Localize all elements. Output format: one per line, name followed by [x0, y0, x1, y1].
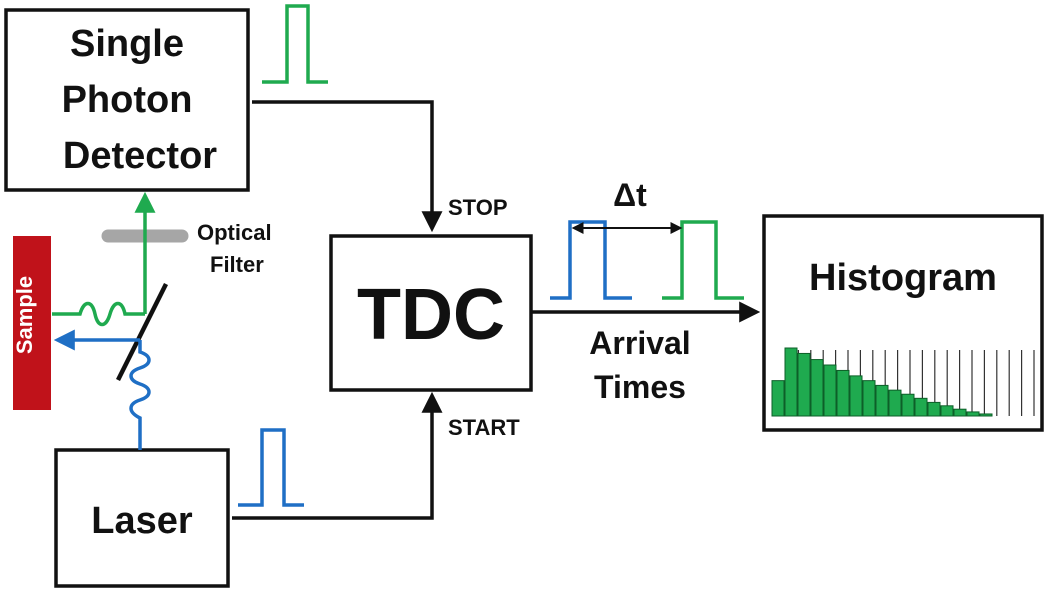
- histogram-bar: [979, 413, 993, 417]
- histogram-bar: [888, 389, 902, 417]
- histogram-bar: [771, 380, 785, 417]
- start-label: START: [448, 415, 520, 440]
- histogram-bar: [940, 405, 954, 417]
- optical-filter-label-line2: Filter: [210, 252, 264, 277]
- histogram-bars: [771, 347, 1035, 417]
- delta-t-label: Δt: [613, 177, 647, 213]
- detector-label-line2: Photon: [62, 79, 193, 121]
- laser-output-pulse: [238, 428, 304, 507]
- sample-label: Sample: [12, 276, 37, 354]
- stop-signal-wire: [252, 100, 443, 233]
- histogram-bar: [823, 364, 837, 417]
- tdc-box: TDC: [329, 234, 533, 392]
- sample-slab: Sample: [12, 236, 51, 410]
- histogram-box: Histogram: [762, 214, 1044, 432]
- optical-filter-label-line1: Optical: [197, 220, 272, 245]
- histogram-bar: [836, 369, 850, 417]
- histogram-bar: [784, 347, 798, 417]
- detector-label-line1: Single: [70, 23, 184, 65]
- histogram-bar: [927, 401, 941, 417]
- detector-output-pulse: [262, 4, 328, 84]
- histogram-bar: [810, 359, 824, 417]
- arrival-times-label-line1: Arrival: [589, 325, 690, 361]
- histogram-bar: [966, 411, 980, 417]
- histogram-bar: [875, 384, 889, 417]
- stop-label: STOP: [448, 195, 508, 220]
- start-pulse: [550, 220, 632, 300]
- single-photon-detector-box: Single Photon Detector: [4, 8, 250, 192]
- detector-label-line3: Detector: [63, 135, 217, 177]
- histogram-bar: [797, 352, 811, 417]
- histogram-label: Histogram: [809, 257, 997, 299]
- histogram-bar: [849, 375, 863, 417]
- histogram-bar: [953, 408, 967, 417]
- laser-beam-up: [129, 340, 151, 450]
- fluorescence-from-sample: [52, 301, 145, 327]
- histogram-bar: [914, 397, 928, 417]
- stop-pulse: [662, 220, 744, 300]
- histogram-bar: [901, 393, 915, 417]
- tdc-label: TDC: [357, 275, 505, 355]
- laser-label: Laser: [91, 500, 193, 542]
- start-signal-wire: [232, 391, 443, 520]
- histogram-bar: [862, 380, 876, 417]
- beamsplitter: [115, 282, 169, 382]
- laser-box: Laser: [54, 448, 230, 588]
- arrival-times-label-line2: Times: [594, 369, 686, 405]
